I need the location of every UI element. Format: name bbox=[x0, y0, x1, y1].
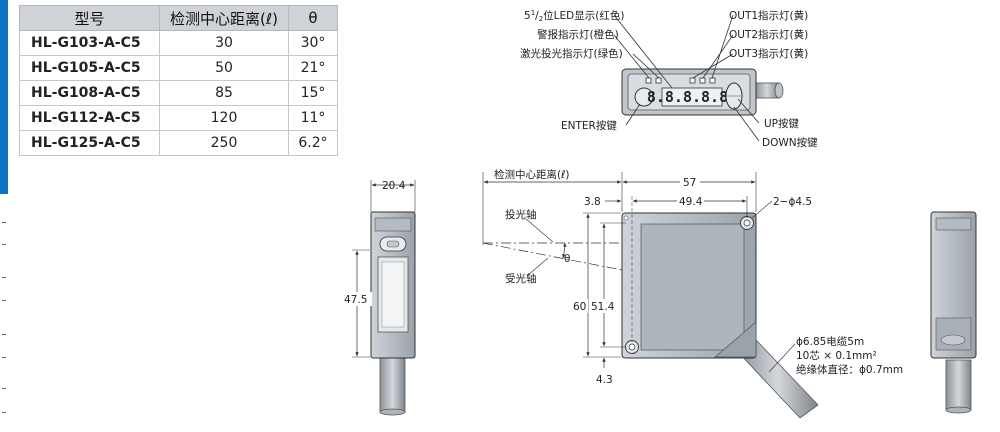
front-cable-end bbox=[379, 408, 406, 416]
spec-table-header: 型号 检测中心距离(ℓ) θ bbox=[19, 5, 338, 31]
panel-leaders bbox=[613, 14, 760, 142]
dim-bottom: 4.3 bbox=[596, 374, 613, 386]
table-row: HL-G105-A-C5 50 21° bbox=[19, 55, 338, 81]
led-display-value: 8.8.8.8.8. bbox=[647, 88, 737, 106]
front-lens bbox=[386, 240, 400, 248]
dim-front-width: 20.4 bbox=[382, 180, 406, 192]
cell-distance: 50 bbox=[159, 55, 289, 81]
side-view: 检测中心距离(ℓ) 57 3.8 49.4 2−ϕ4.5 θ 投光轴 受光轴 6… bbox=[482, 168, 903, 419]
label-enter: ENTER按键 bbox=[561, 119, 617, 132]
dim-total-width: 57 bbox=[683, 177, 696, 189]
cable-spec-3: 绝缘体直径：ϕ0.7mm bbox=[796, 363, 903, 376]
cell-angle: 6.2° bbox=[288, 130, 338, 156]
rear-boot-ring bbox=[940, 334, 966, 346]
rear-cable-end bbox=[945, 406, 972, 414]
table-row: HL-G103-A-C5 30 30° bbox=[19, 30, 338, 56]
cable-spec-2: 10芯 × 0.1mm² bbox=[796, 349, 877, 362]
rear-top-band bbox=[935, 217, 972, 231]
spec-table: 型号 检测中心距离(ℓ) θ HL-G103-A-C5 30 30° HL-G1… bbox=[19, 5, 338, 156]
edge-tick bbox=[2, 300, 6, 301]
cell-model: HL-G105-A-C5 bbox=[19, 55, 160, 81]
laser-indicator bbox=[655, 77, 662, 84]
theta-arc bbox=[562, 242, 567, 259]
front-top-band bbox=[374, 217, 412, 232]
label-out1: OUT1指示灯(黄) bbox=[729, 9, 808, 22]
page-edge-bar bbox=[0, 0, 8, 194]
label-out3: OUT3指示灯(黄) bbox=[729, 47, 808, 60]
cell-model: HL-G125-A-C5 bbox=[19, 130, 160, 156]
led-display bbox=[661, 87, 723, 107]
panel-cable-end bbox=[774, 82, 784, 99]
edge-tick bbox=[2, 222, 6, 223]
dim-hole-height: 51.4 bbox=[591, 301, 615, 313]
dim-offset: 3.8 bbox=[584, 196, 601, 208]
alarm-indicator bbox=[645, 77, 652, 84]
header-angle: θ bbox=[288, 5, 338, 31]
side-panel bbox=[640, 223, 745, 351]
out1-indicator bbox=[709, 77, 716, 84]
edge-tick bbox=[2, 334, 6, 335]
cell-model: HL-G108-A-C5 bbox=[19, 80, 160, 106]
table-row: HL-G108-A-C5 85 15° bbox=[19, 80, 338, 106]
label-receive-axis: 受光轴 bbox=[505, 272, 537, 285]
label-distance: 检测中心距离(ℓ) bbox=[494, 168, 570, 181]
panel-view: 8.8.8.8.8. 51/2位LED显示(红色) 警报指示灯(橙色) 激光投光… bbox=[520, 9, 818, 149]
rear-cable bbox=[945, 359, 972, 411]
dim-hole-spacing: 49.4 bbox=[679, 196, 703, 208]
edge-tick bbox=[2, 412, 6, 413]
front-cable bbox=[379, 356, 406, 413]
out2-indicator bbox=[699, 77, 706, 84]
cable-spec-1: ϕ6.85电缆5m bbox=[796, 335, 864, 348]
header-model: 型号 bbox=[19, 5, 160, 31]
label-up: UP按键 bbox=[764, 117, 800, 130]
label-emit-axis: 投光轴 bbox=[505, 208, 537, 221]
label-alarm: 警报指示灯(橙色) bbox=[537, 28, 619, 41]
rear-view bbox=[930, 211, 977, 414]
out3-indicator bbox=[689, 77, 696, 84]
label-out2: OUT2指示灯(黄) bbox=[729, 28, 808, 41]
dim-height: 60 bbox=[573, 301, 586, 313]
edge-tick bbox=[2, 388, 6, 389]
receive-axis-line bbox=[482, 242, 623, 271]
edge-tick bbox=[2, 244, 6, 245]
mount-hole-top-inner bbox=[743, 219, 751, 227]
enter-button[interactable] bbox=[634, 87, 654, 107]
cell-angle: 21° bbox=[288, 55, 338, 81]
cell-model: HL-G112-A-C5 bbox=[19, 105, 160, 131]
header-distance: 检测中心距离(ℓ) bbox=[159, 5, 289, 31]
dim-front-height: 47.5 bbox=[344, 294, 367, 306]
cell-distance: 85 bbox=[159, 80, 289, 106]
cell-model: HL-G103-A-C5 bbox=[19, 30, 160, 56]
side-cable-boot bbox=[714, 321, 757, 358]
front-view: 20.4 47.5 bbox=[342, 180, 416, 416]
cell-distance: 30 bbox=[159, 30, 289, 56]
label-down: DOWN按键 bbox=[762, 136, 818, 149]
label-laser: 激光投光指示灯(绿色) bbox=[520, 47, 623, 60]
edge-tick bbox=[2, 357, 6, 358]
mount-hole-bottom-inner bbox=[628, 343, 636, 351]
dim-holes: 2−ϕ4.5 bbox=[773, 196, 812, 208]
label-led-display: 51/2位LED显示(红色) bbox=[524, 9, 624, 23]
edge-tick bbox=[2, 277, 6, 278]
front-label-inner bbox=[381, 261, 405, 328]
cell-distance: 250 bbox=[159, 130, 289, 156]
label-theta: θ bbox=[564, 253, 570, 265]
table-row: HL-G125-A-C5 250 6.2° bbox=[19, 130, 338, 156]
table-row: HL-G112-A-C5 120 11° bbox=[19, 105, 338, 131]
